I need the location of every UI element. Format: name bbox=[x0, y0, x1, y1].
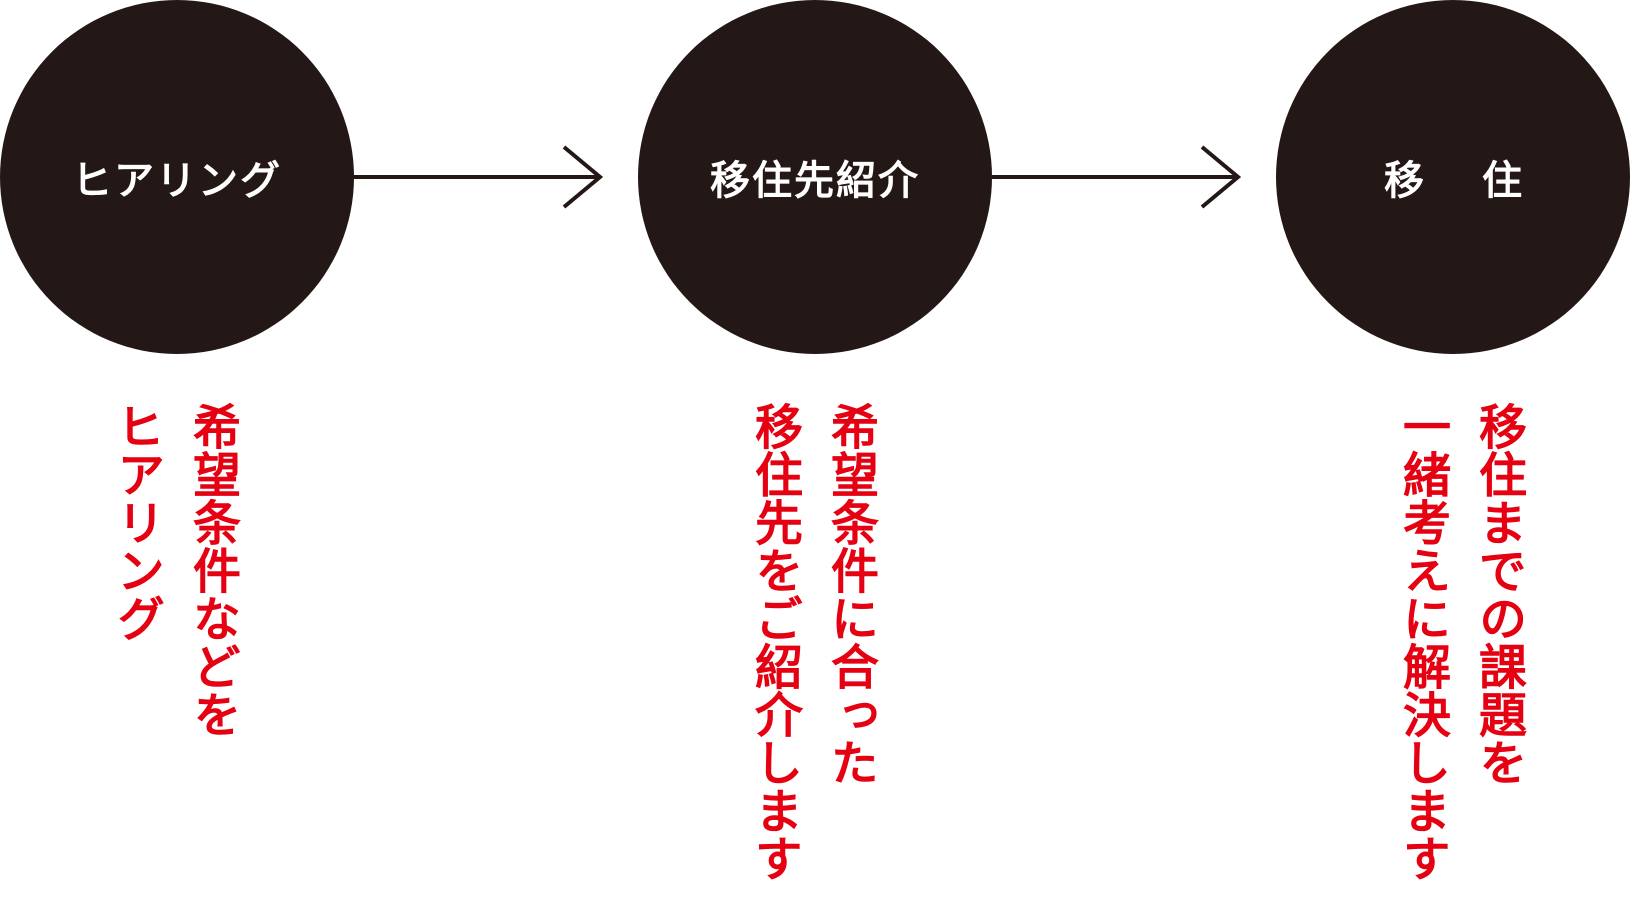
arrow-right-icon bbox=[992, 145, 1242, 209]
step-circle-hearing: ヒアリング bbox=[0, 0, 354, 354]
description-line: 移住先をご紹介します bbox=[746, 402, 802, 882]
step-circle-introduction: 移住先紹介 bbox=[638, 0, 992, 354]
description-line: ヒアリング bbox=[108, 402, 164, 642]
step-description-introduction: 希望条件に合った 移住先をご紹介します bbox=[746, 402, 878, 882]
step-label-relocation: 移住 bbox=[1384, 157, 1580, 204]
step-label-introduction: 移住先紹介 bbox=[710, 157, 920, 204]
description-line: 移住までの課題を bbox=[1470, 402, 1526, 786]
arrow-right-icon bbox=[354, 145, 604, 209]
description-line: 一緒考えに解決します bbox=[1394, 402, 1450, 882]
step-description-relocation: 移住までの課題を 一緒考えに解決します bbox=[1394, 402, 1526, 882]
description-line: 希望条件に合った bbox=[822, 402, 878, 786]
step-circle-relocation: 移住 bbox=[1276, 0, 1630, 354]
step-description-hearing: 希望条件などを ヒアリング bbox=[108, 402, 240, 738]
step-label-hearing: ヒアリング bbox=[72, 157, 282, 204]
description-line: 希望条件などを bbox=[184, 402, 240, 738]
